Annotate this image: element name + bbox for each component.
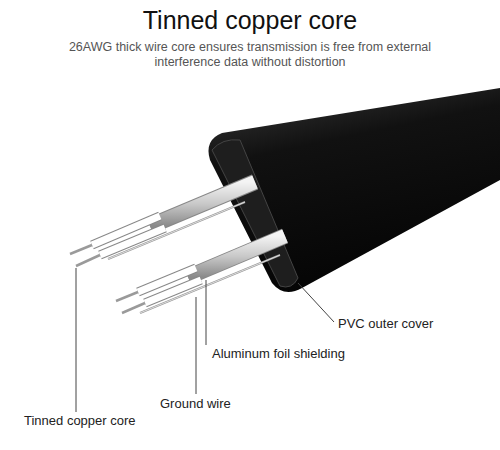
part-label: Ground wire [160,396,231,411]
part-label: Tinned copper core [24,413,136,428]
leader-line [206,280,207,345]
leader-line [196,297,197,394]
diagram-title: Tinned copper core [0,6,500,35]
leader-line [76,268,77,412]
leader-line [298,283,334,322]
part-label: Aluminum foil shielding [212,346,345,361]
shielded-pair [116,236,285,313]
subtitle-note: 26AWG thick wire core ensures transmissi… [40,40,460,70]
part-label: PVC outer cover [338,316,433,331]
